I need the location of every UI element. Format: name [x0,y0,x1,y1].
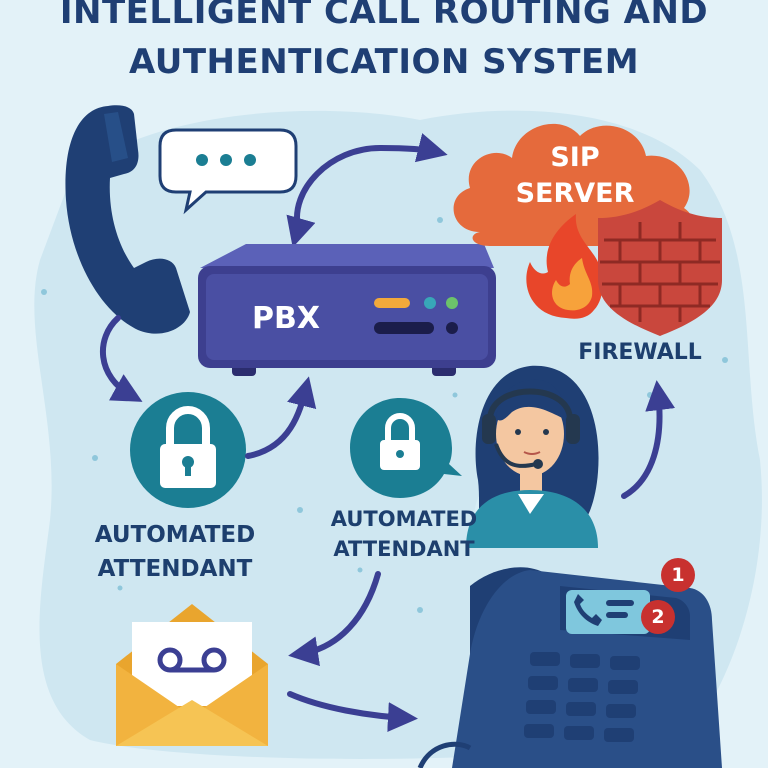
attendant-left-line-1: AUTOMATED [94,522,256,548]
firewall-label: FIREWALL [578,340,702,365]
fire-icon [526,214,603,319]
arrow-icon [621,380,676,499]
arrow-icon [287,691,418,733]
sip-server-label: SIP SERVER [500,140,650,212]
arrow-icon [286,214,316,248]
automated-attendant-left-label: AUTOMATED ATTENDANT [70,518,280,586]
arrow-icon [245,376,317,459]
automated-attendant-center-label: AUTOMATED ATTENDANT [306,504,502,564]
notification-badge: 1 [661,558,695,592]
lock-icon [130,392,246,508]
headset-agent-icon [466,365,599,548]
attendant-center-line-2: ATTENDANT [333,537,475,561]
arrow-icon [99,315,143,402]
voicemail-envelope-icon [116,604,268,746]
arrow-icon [293,133,448,231]
sip-server-label-line-2: SERVER [515,178,635,209]
chat-bubble-icon [158,128,298,215]
phone-handset-icon [65,105,190,334]
shield-brick-icon [598,200,722,336]
arrow-icon [288,571,381,667]
attendant-left-line-2: ATTENDANT [97,556,253,582]
pbx-label: PBX [252,301,320,336]
pbx-device [198,244,496,376]
notification-badge: 2 [641,600,675,634]
title-line-2: AUTHENTICATION SYSTEM [128,42,640,82]
lock-icon [350,398,462,498]
title-line-1: INTELLIGENT CALL ROUTING AND [59,0,709,32]
attendant-center-line-1: AUTOMATED [330,507,478,531]
sip-server-label-line-1: SIP [550,142,600,173]
